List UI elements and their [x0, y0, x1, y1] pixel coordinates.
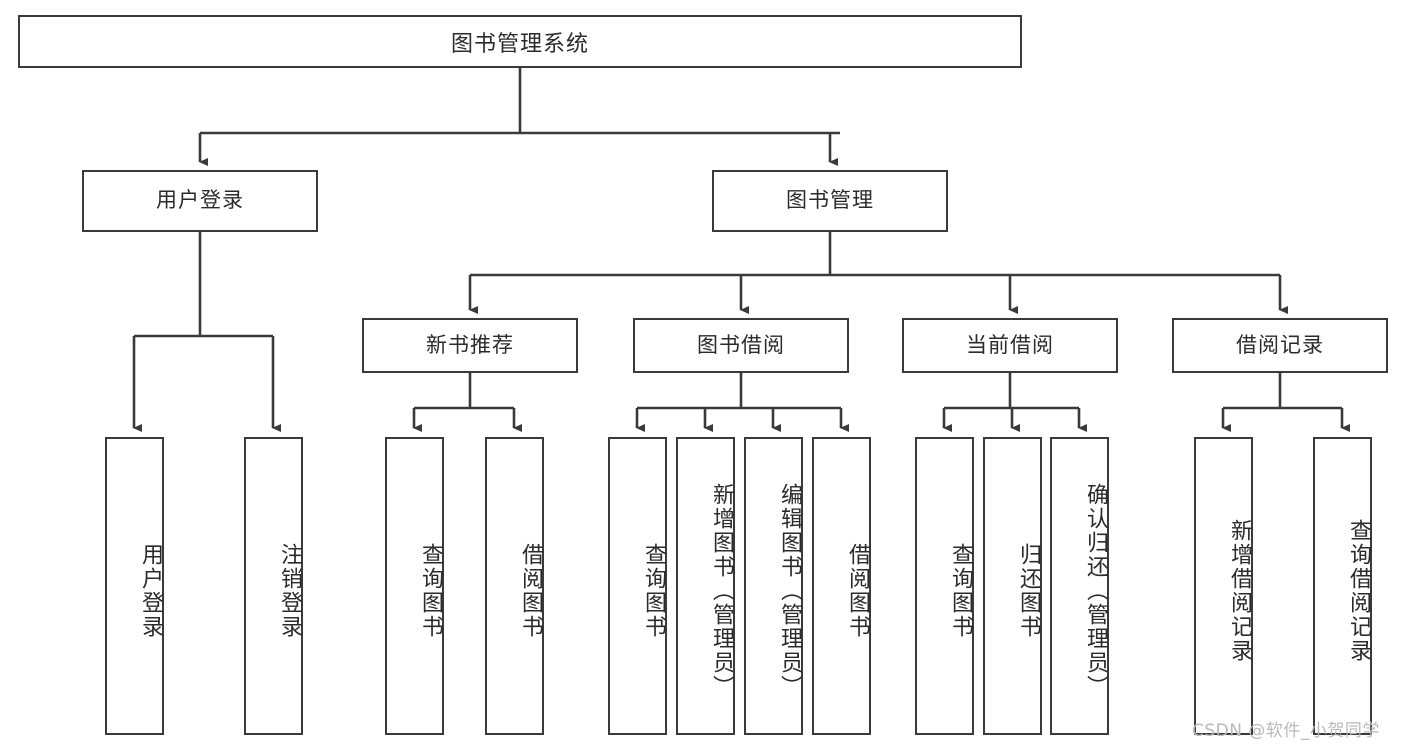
leaf-borrow-query-book[interactable]: 查询图书	[608, 437, 667, 735]
node-label: 注销登录	[277, 543, 302, 639]
leaf-record-add-borrow-record[interactable]: 新增借阅记录	[1194, 437, 1253, 735]
node-label: 归还图书	[1016, 543, 1041, 639]
node-label: 当前借阅	[966, 332, 1054, 357]
leaf-record-query-borrow-record[interactable]: 查询借阅记录	[1313, 437, 1372, 735]
node-label: 查询图书	[418, 543, 443, 639]
leaf-recommend-query-book[interactable]: 查询图书	[385, 437, 444, 735]
leaf-current-confirm-return-admin[interactable]: 确认归还（管理员）	[1050, 437, 1109, 735]
node-label: 图书管理	[786, 188, 874, 213]
leaf-borrow-edit-book-admin[interactable]: 编辑图书（管理员）	[744, 437, 803, 735]
node-label: 确认归还（管理员）	[1083, 483, 1108, 699]
leaf-borrow-add-book-admin[interactable]: 新增图书（管理员）	[676, 437, 735, 735]
node-label: 查询借阅记录	[1346, 519, 1371, 663]
leaf-user-logout[interactable]: 注销登录	[244, 437, 303, 735]
node-label: 用户登录	[138, 543, 163, 639]
node-book-management[interactable]: 图书管理	[712, 170, 948, 232]
leaf-current-return-book[interactable]: 归还图书	[983, 437, 1042, 735]
node-new-book-recommend[interactable]: 新书推荐	[362, 318, 578, 373]
node-label: 新增图书（管理员）	[709, 483, 734, 699]
node-label: 用户登录	[156, 188, 244, 213]
node-borrow-record[interactable]: 借阅记录	[1172, 318, 1388, 373]
node-label: 图书管理系统	[450, 31, 589, 57]
node-label: 新书推荐	[426, 332, 514, 357]
leaf-borrow-borrow-book[interactable]: 借阅图书	[812, 437, 871, 735]
csdn-watermark: CSDN @软件_小贺同学	[1192, 716, 1380, 741]
leaf-recommend-borrow-book[interactable]: 借阅图书	[485, 437, 544, 735]
node-book-borrow[interactable]: 图书借阅	[633, 318, 849, 373]
node-label: 借阅图书	[845, 543, 870, 639]
node-label: 编辑图书（管理员）	[777, 483, 802, 699]
watermark-text: CSDN @软件_小贺同学	[1192, 721, 1380, 741]
leaf-user-login[interactable]: 用户登录	[105, 437, 164, 735]
node-label: 查询图书	[948, 543, 973, 639]
node-label: 查询图书	[641, 543, 666, 639]
node-label: 借阅图书	[518, 543, 543, 639]
node-label: 新增借阅记录	[1227, 519, 1252, 663]
leaf-current-query-book[interactable]: 查询图书	[915, 437, 974, 735]
node-current-borrow[interactable]: 当前借阅	[902, 318, 1118, 373]
node-label: 图书借阅	[697, 332, 785, 357]
node-root-system[interactable]: 图书管理系统	[18, 15, 1022, 68]
node-user-login[interactable]: 用户登录	[82, 170, 318, 232]
node-label: 借阅记录	[1236, 332, 1324, 357]
